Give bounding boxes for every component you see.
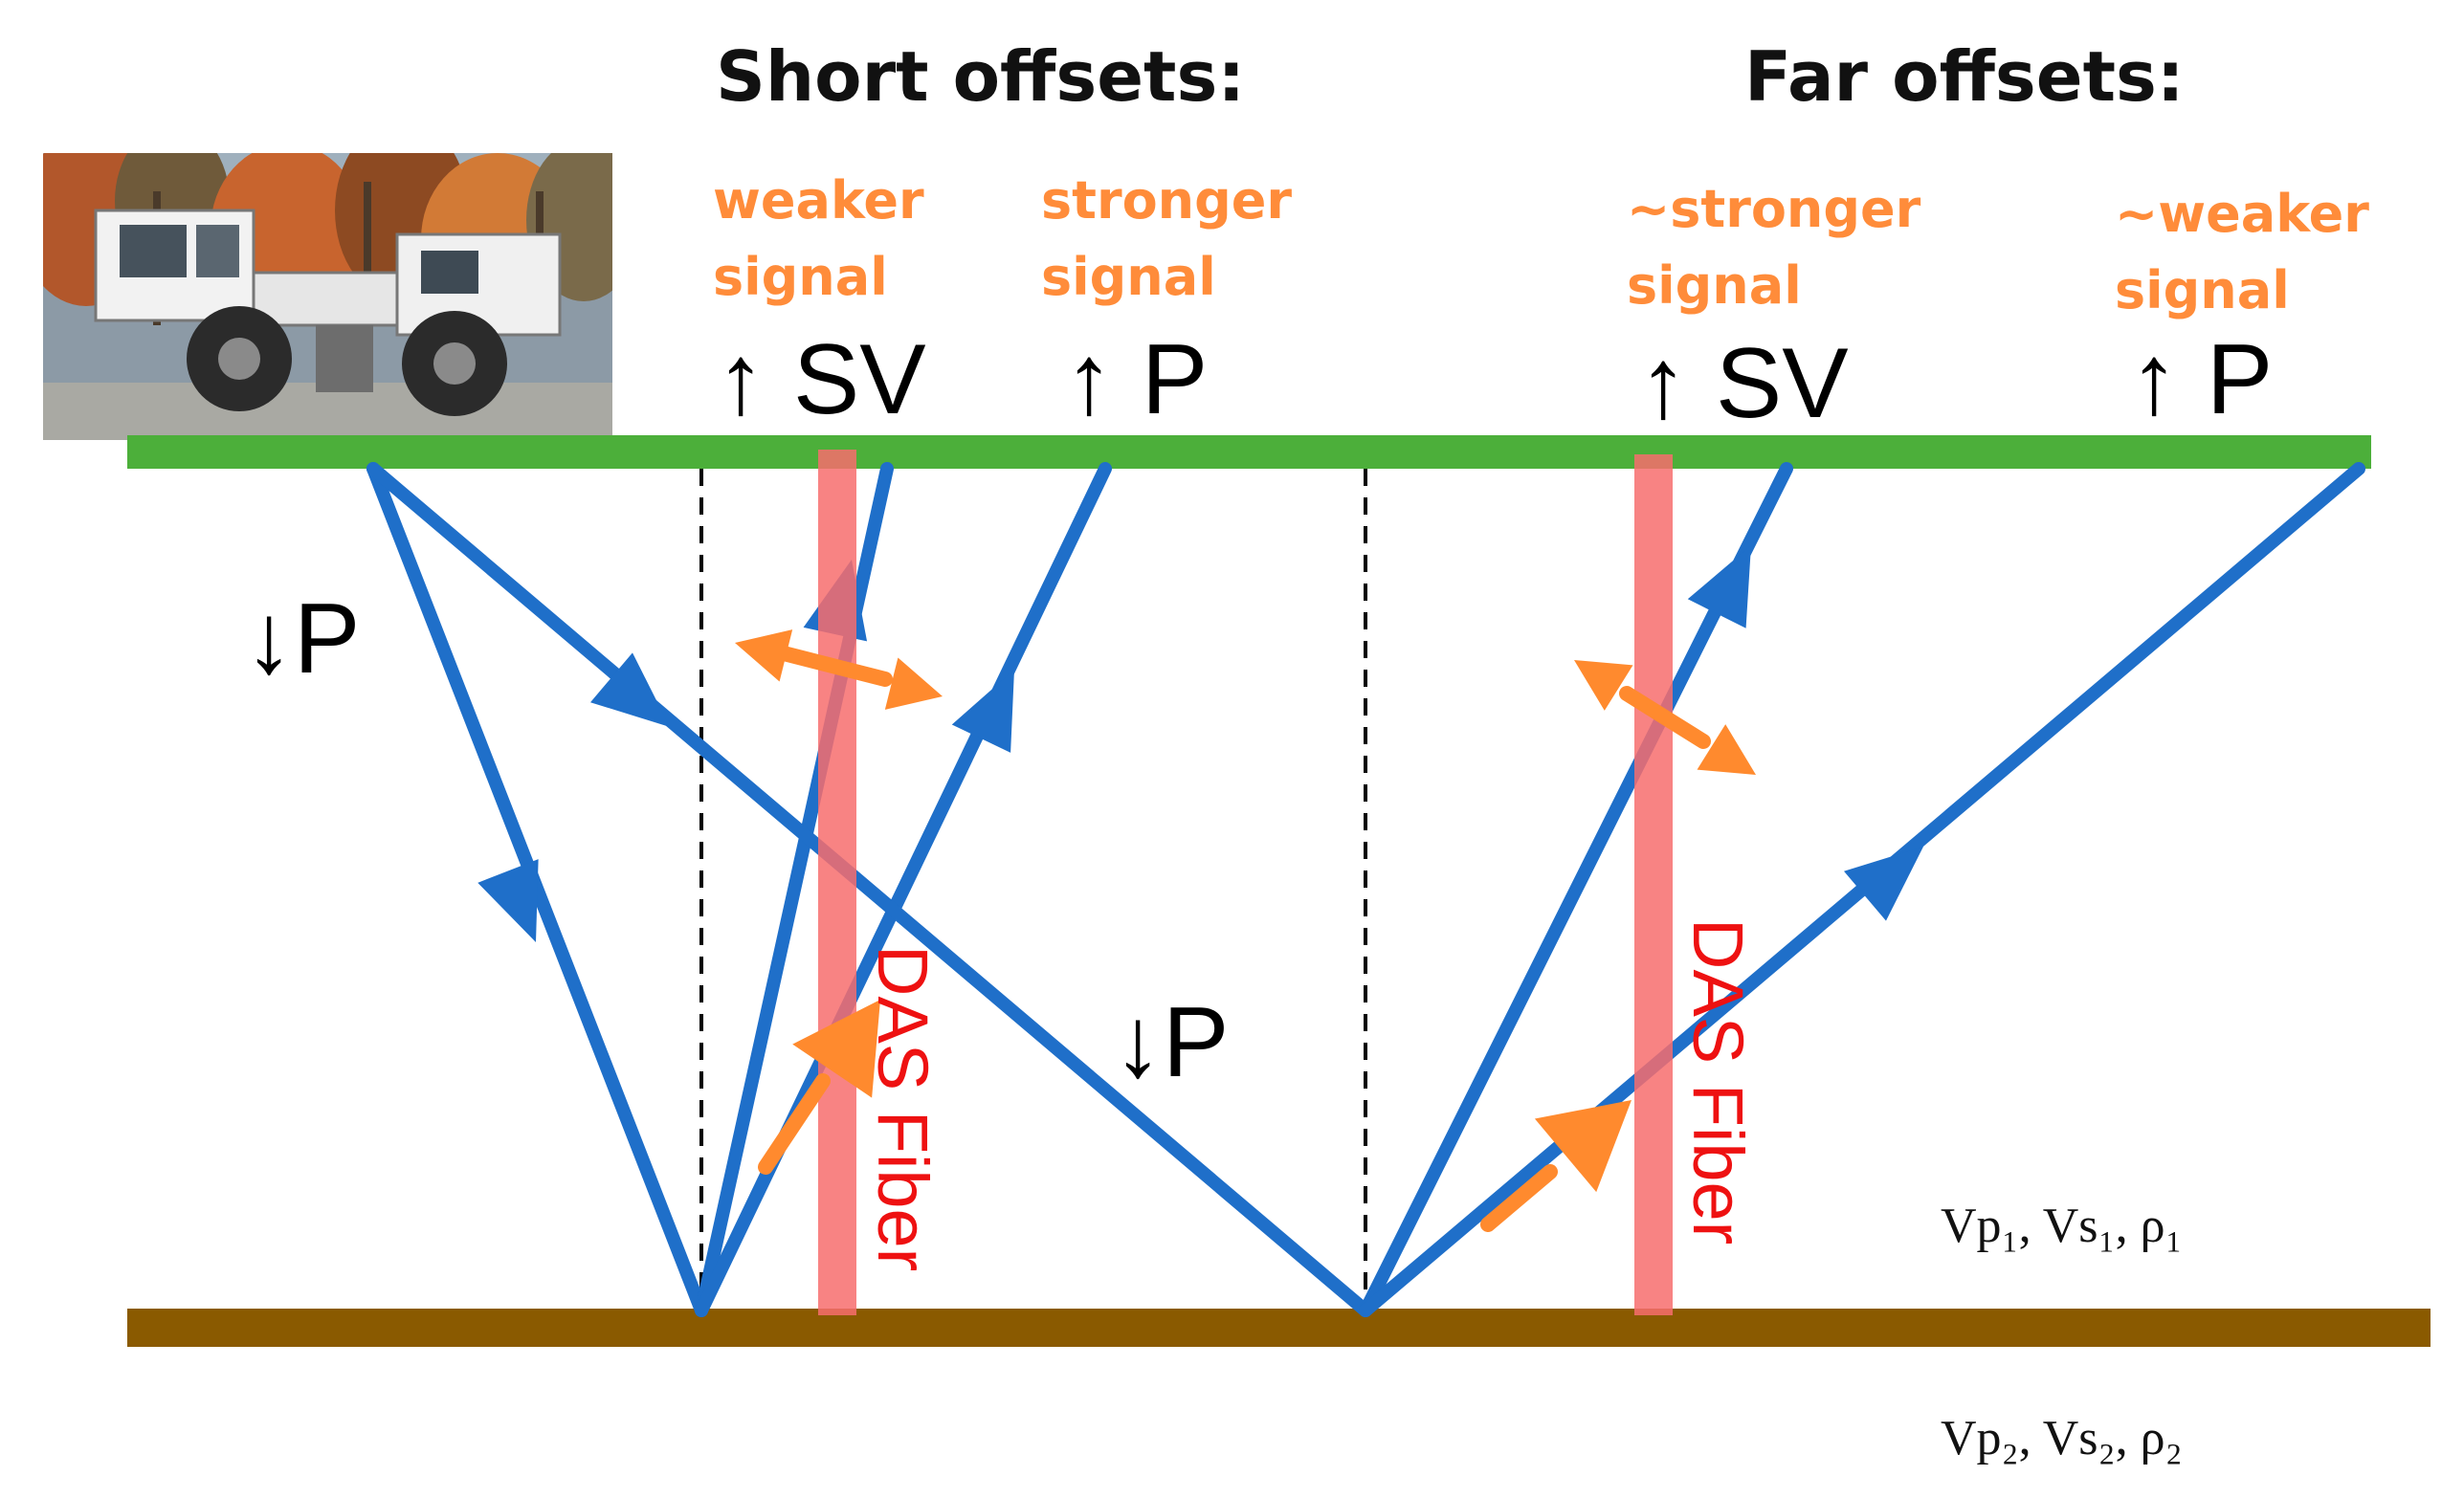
- arrowhead-up-p-far: [1843, 847, 1923, 921]
- header-far-offsets: Far offsets:: [1744, 36, 2185, 117]
- lower-layer-properties: Vp₂, Vs₂, ρ₂: [1941, 1411, 2183, 1465]
- arrowhead-down-1: [477, 859, 539, 942]
- short-p-signal-line2: signal: [1041, 247, 1216, 307]
- upper-layer-properties: Vp₁, Vs₁, ρ₁: [1941, 1199, 2183, 1253]
- short-sv-signal-line1: weaker: [713, 170, 924, 231]
- label-short-up-sv: ↑ SV: [716, 324, 926, 435]
- far-p-signal-line2: signal: [2115, 260, 2290, 320]
- arrowhead-up-sv-far: [1687, 545, 1751, 628]
- far-sv-signal-line1: ~stronger: [1627, 179, 1921, 239]
- das-fiber-far: [1634, 454, 1673, 1315]
- reflector-interface: [127, 1309, 2431, 1347]
- label-far-up-p: ↑ P: [2129, 324, 2273, 435]
- vibroseis-truck-icon: [43, 153, 612, 440]
- surface-line: [127, 435, 2371, 469]
- arrowhead-up-p-short: [951, 670, 1014, 753]
- label-short-up-p: ↑ P: [1064, 324, 1208, 435]
- das-fiber-short: [818, 450, 856, 1315]
- header-short-offsets: Short offsets:: [716, 36, 1245, 117]
- label-down-p-middle: ↓P: [1113, 987, 1229, 1098]
- label-down-p-left: ↓P: [244, 584, 360, 694]
- das-fiber-label-short: DAS Fiber: [863, 945, 943, 1271]
- arrowhead-down-2: [589, 652, 670, 727]
- short-p-signal-line1: stronger: [1041, 170, 1292, 231]
- ray-far-downgoing-p: [366, 462, 1372, 1317]
- das-fiber-label-far: DAS Fiber: [1678, 918, 1758, 1245]
- far-sv-signal-line2: signal: [1627, 255, 1802, 316]
- short-sv-signal-line2: signal: [713, 247, 888, 307]
- far-p-signal-line1: ~weaker: [2115, 184, 2369, 244]
- label-far-up-sv: ↑ SV: [1638, 328, 1849, 439]
- polarization-arrows: [735, 629, 1756, 1232]
